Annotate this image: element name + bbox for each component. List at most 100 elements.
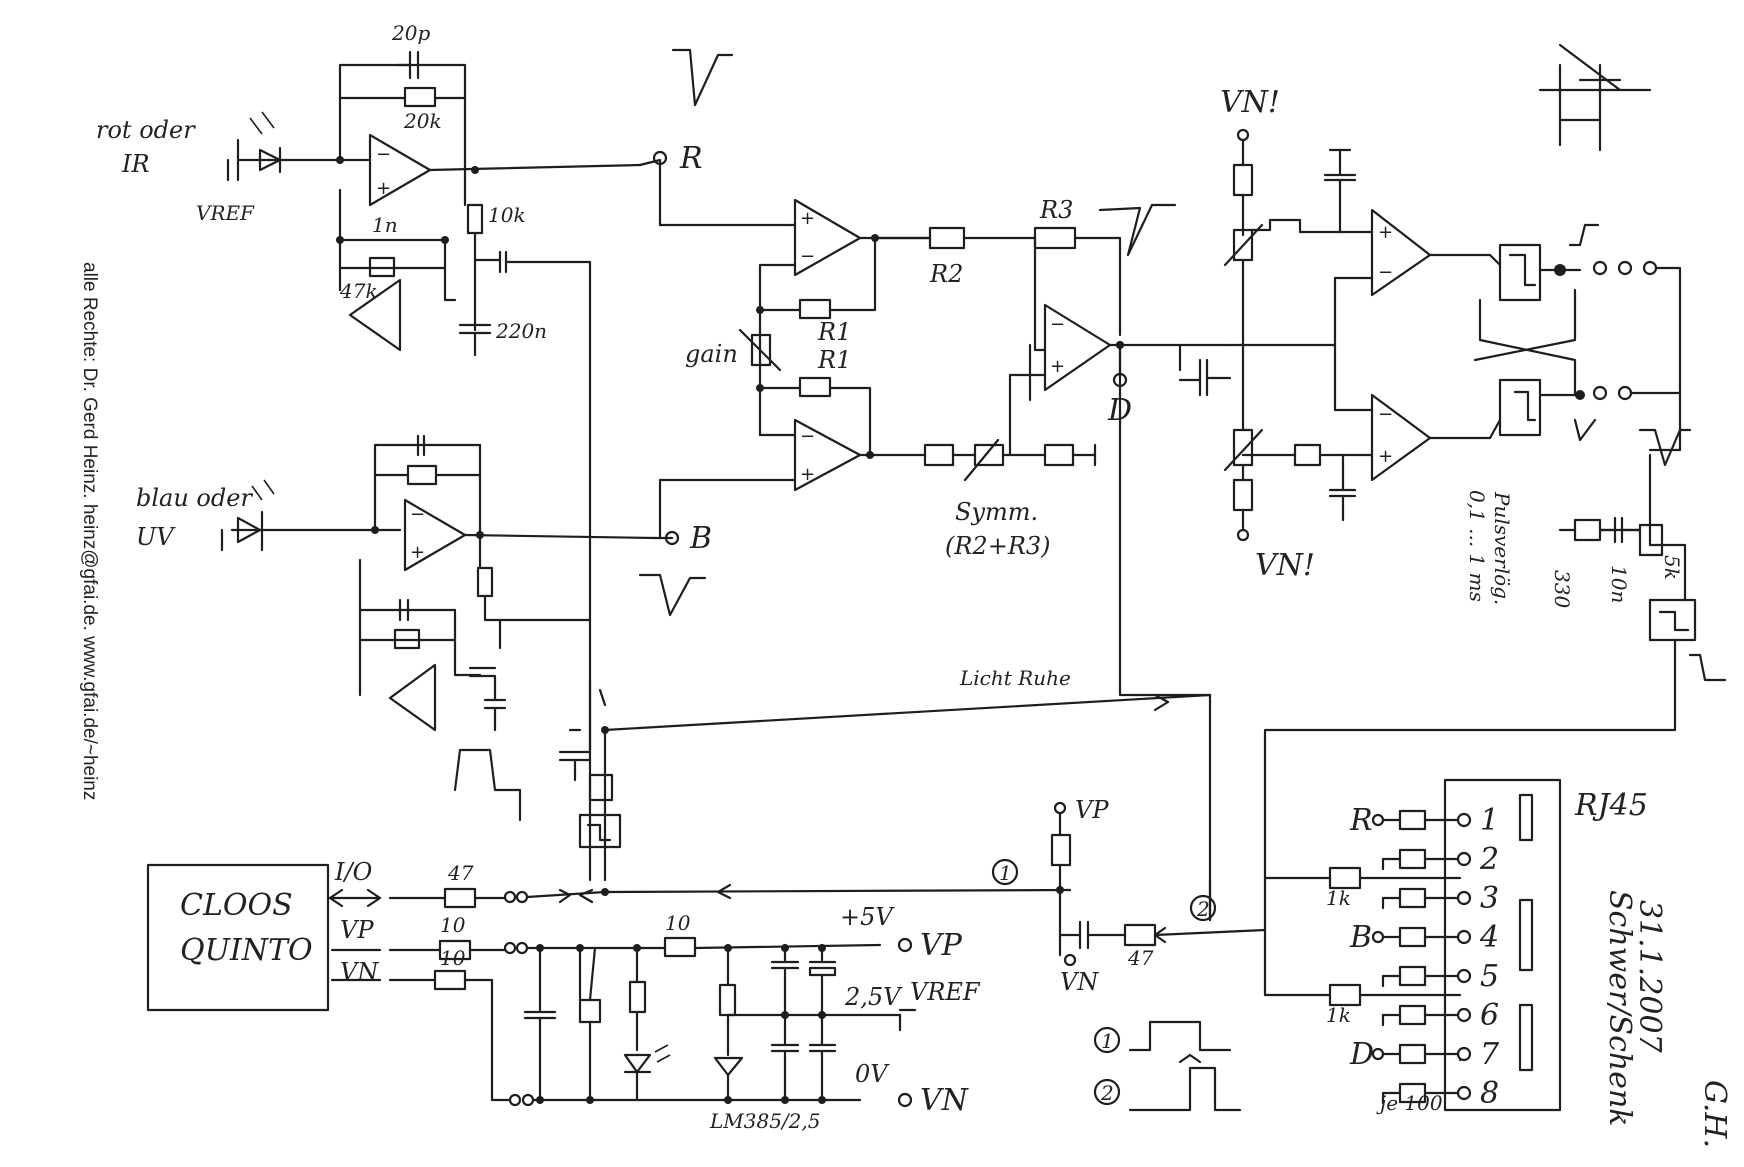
svg-text:VN: VN — [1060, 968, 1099, 996]
opamp-red-preamp — [368, 133, 432, 207]
svg-text:Symm.: Symm. — [955, 498, 1038, 526]
svg-text:1: 1 — [999, 861, 1012, 885]
rj45-series-resistor — [1398, 887, 1427, 909]
rj45-pin-row: 2 — [1381, 842, 1499, 877]
vn-top-label: VN! — [1220, 85, 1280, 120]
svg-text:10: 10 — [440, 913, 466, 937]
rj45-pin-contact — [1456, 1046, 1472, 1062]
io-label: I/O — [334, 858, 373, 886]
svg-text:47: 47 — [1127, 946, 1154, 970]
rj45-series-resistor — [1398, 848, 1427, 870]
svg-text:R2: R2 — [929, 260, 963, 288]
svg-text:+: + — [410, 542, 425, 563]
schmitt-gate-output — [1648, 598, 1697, 642]
svg-text:VN: VN — [340, 958, 379, 986]
rj45-pin-row: 3 — [1381, 881, 1499, 916]
schmitt-gate-lower — [1498, 378, 1542, 437]
title-note: Schwer/Schenk — [1602, 890, 1637, 1126]
vn-bottom-label: VN! — [1255, 548, 1315, 583]
cloos-label: CLOOS — [180, 888, 293, 923]
svg-text:−: − — [800, 426, 815, 447]
node-r-label: R — [679, 141, 703, 176]
rj45-pin-row: 6 — [1381, 998, 1499, 1033]
svg-text:+5V: +5V — [840, 903, 895, 931]
svg-text:VP: VP — [340, 916, 374, 944]
lm385-label: LM385/2,5 — [709, 1109, 820, 1133]
svg-text:0V: 0V — [855, 1060, 890, 1088]
svg-text:−: − — [1378, 404, 1393, 425]
rj45-signal-label: R — [1349, 803, 1373, 838]
svg-text:+: + — [1378, 446, 1393, 467]
rj45-pin-contact — [1456, 851, 1472, 867]
svg-text:R3: R3 — [1039, 196, 1073, 224]
svg-text:20k: 20k — [403, 109, 442, 133]
rj45-pin-number: 5 — [1480, 959, 1499, 994]
opamp-blue-preamp — [403, 498, 467, 572]
svg-text:R1: R1 — [817, 346, 851, 374]
svg-text:−: − — [1378, 262, 1393, 283]
svg-text:VP: VP — [920, 928, 963, 963]
rj45-pin-number: 1 — [1480, 803, 1499, 838]
rj45-signal-label: B — [1349, 920, 1372, 955]
opamp-blue-integrator — [388, 663, 437, 732]
svg-text:R1: R1 — [817, 318, 851, 346]
svg-text:+: + — [376, 178, 391, 199]
svg-text:−: − — [1050, 314, 1065, 335]
rj45-signal-label: D — [1349, 1037, 1374, 1072]
svg-text:(R2+R3): (R2+R3) — [945, 532, 1051, 560]
gain-pot — [750, 333, 772, 367]
quinto-label: QUINTO — [180, 933, 313, 968]
rj45-pin-number: 6 — [1480, 998, 1499, 1033]
rj45-pin-contact — [1456, 890, 1472, 906]
node-b-label: B — [689, 521, 712, 556]
svg-text:0,1 ... 1 ms: 0,1 ... 1 ms — [1465, 490, 1489, 602]
cloos-quinto-box — [146, 863, 330, 1012]
differential-stage: +− −+ R1 R1 gain R2 R3 −+ Symm. (R2+R3) — [685, 196, 1232, 560]
blue-sensor-label: blau oder — [136, 484, 253, 512]
opamp-diff-lower — [793, 418, 862, 492]
rj45-pin-contact — [1456, 812, 1472, 828]
window-comparator: VN! VN! +− −+ — [1220, 43, 1727, 997]
svg-text:−: − — [376, 144, 391, 165]
rj45-pin-contact — [1456, 968, 1472, 984]
svg-text:10k: 10k — [488, 203, 526, 227]
comparator-lower — [1370, 393, 1432, 482]
rj45-pin-row: 5 — [1381, 959, 1499, 994]
blue-sensor-label-2: UV — [136, 523, 176, 551]
svg-text:+: + — [800, 208, 815, 229]
svg-text:330: 330 — [1550, 570, 1574, 608]
svg-text:10n: 10n — [1607, 565, 1631, 603]
rj45-pin-number: 3 — [1480, 881, 1499, 916]
red-sensor-label-2: IR — [121, 150, 150, 178]
rj45-pin-number: 7 — [1480, 1037, 1500, 1072]
rj45-series-resistor — [1398, 1043, 1427, 1065]
red-sensor-label: rot oder — [96, 116, 196, 144]
svg-text:1n: 1n — [372, 213, 398, 237]
rj45-pin-contact — [1456, 929, 1472, 945]
resistor-note: je 100 — [1376, 1091, 1443, 1115]
gain-label: gain — [685, 340, 738, 368]
date-note: 31.1.2007 — [1632, 900, 1667, 1054]
svg-text:10: 10 — [665, 911, 691, 935]
copyright-note: alle Rechte: Dr. Gerd Heinz. heinz@gfai.… — [79, 262, 100, 800]
rj45-pin-number: 8 — [1480, 1076, 1499, 1111]
trigger-circuit: VP 47 2 VN 1 2 — [1050, 796, 1267, 1112]
svg-text:2: 2 — [1196, 897, 1210, 921]
opamp-diff-sum — [1043, 303, 1112, 392]
svg-text:20p: 20p — [391, 21, 430, 45]
svg-text:−: − — [800, 246, 815, 267]
rj45-series-resistor — [1398, 1004, 1427, 1026]
svg-text:2,5V: 2,5V — [844, 983, 903, 1011]
opamp-diff-upper — [793, 198, 862, 277]
svg-text:5k: 5k — [1660, 555, 1684, 580]
svg-text:1k: 1k — [1326, 1003, 1351, 1027]
blue-sensor-stage: blau oder UV −+ — [136, 434, 657, 732]
svg-text:+: + — [800, 464, 815, 485]
opamp-red-integrator — [348, 278, 402, 352]
rj45-pin-contact — [1456, 1007, 1472, 1023]
